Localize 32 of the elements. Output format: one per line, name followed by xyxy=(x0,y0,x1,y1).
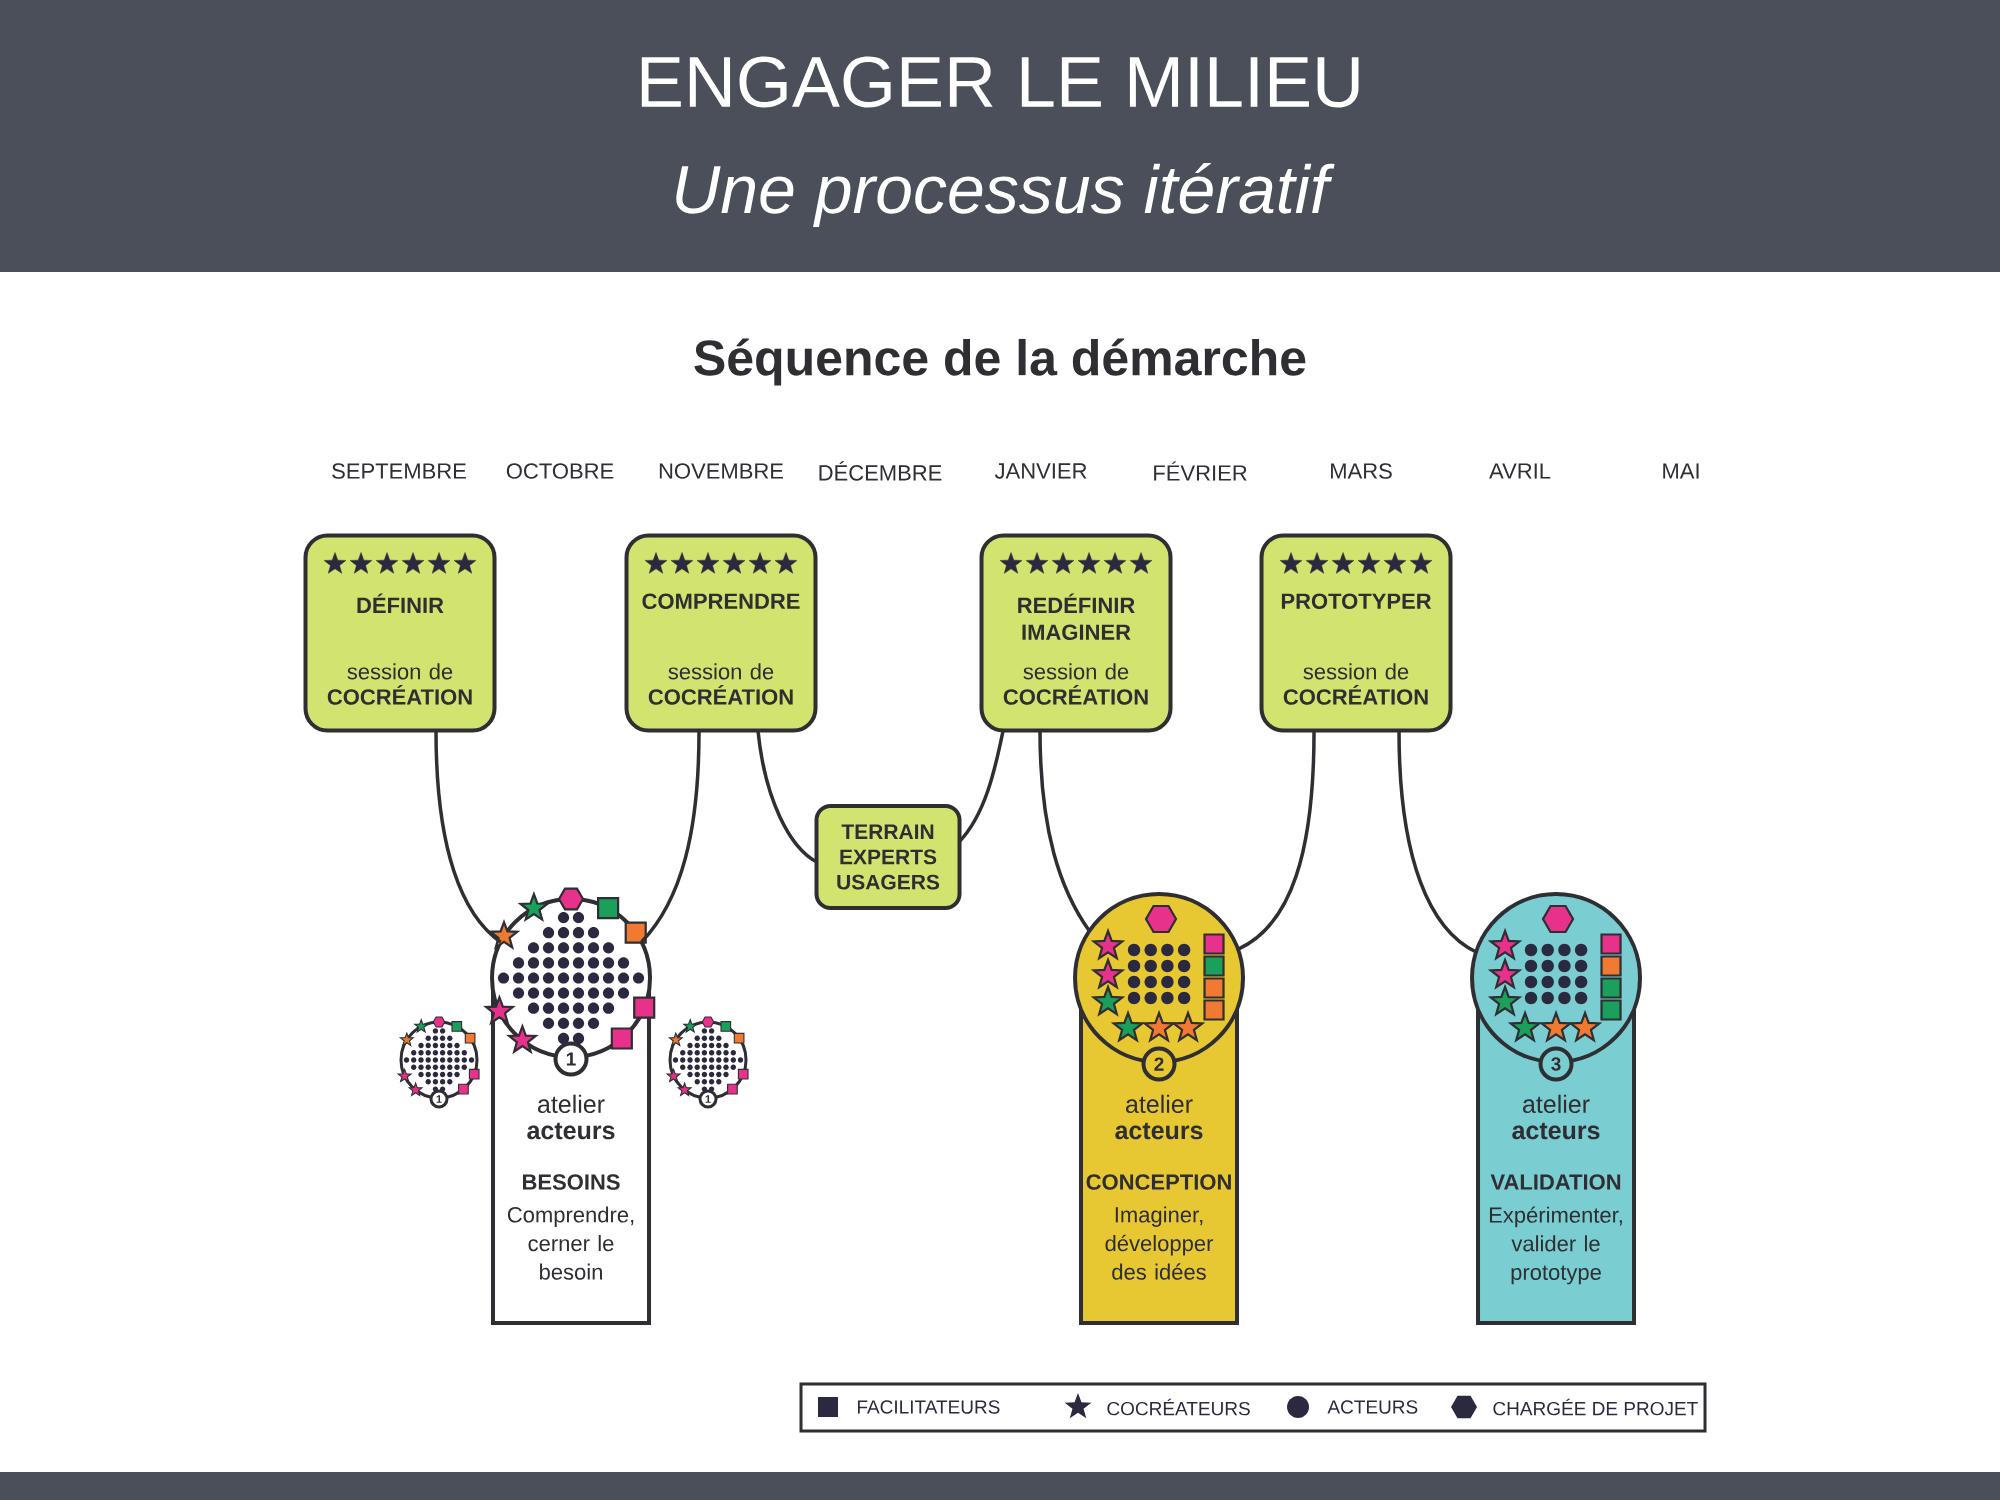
month-label: OCTOBRE xyxy=(506,463,614,479)
month-label: JANVIER xyxy=(994,463,1087,479)
month-label: MARS xyxy=(1331,463,1392,479)
subtitle: Une processus itératif xyxy=(676,162,1335,228)
month-label: SEPTEMBRE xyxy=(332,463,466,479)
month-label: DÉCEMBRE xyxy=(819,461,942,481)
connector-line xyxy=(957,730,1005,844)
month-label: FÉVRIER xyxy=(1154,461,1247,481)
box-heading: PROTOTYPER xyxy=(1281,593,1432,609)
field-box: TERRAIN EXPERTS USAGERS xyxy=(814,804,962,910)
session-text: session de COCRÉATION xyxy=(1003,663,1148,705)
box-heading: COMPRENDRE xyxy=(642,593,800,609)
legend-label: COCRÉATEURS xyxy=(1107,1398,1250,1416)
connector-line xyxy=(1038,730,1091,932)
title: ENGAGER LE MILIEU xyxy=(641,56,1359,108)
month-label: NOVEMBRE xyxy=(659,463,783,479)
month-label: MAI xyxy=(1663,463,1699,479)
box-heading: REDÉFINIR IMAGINER xyxy=(1018,593,1135,640)
connector-line xyxy=(434,731,502,944)
session-text: session de COCRÉATION xyxy=(648,663,793,705)
connector-line xyxy=(640,731,701,944)
session-text: session de COCRÉATION xyxy=(327,663,472,705)
connector-line xyxy=(1237,731,1316,951)
connector-line xyxy=(1397,730,1477,954)
session-text: session de COCRÉATION xyxy=(1283,663,1428,705)
box-heading: DÉFINIR xyxy=(357,593,444,613)
month-label: AVRIL xyxy=(1489,463,1551,479)
connector-line xyxy=(756,730,818,864)
legend-label: ACTEURS xyxy=(1327,1400,1418,1414)
legend-label: FACILITATEURS xyxy=(858,1400,1000,1414)
legend-label: CHARGÉE DE PROJET xyxy=(1493,1398,1698,1416)
section-heading: Séquence de la démarche xyxy=(694,338,1306,386)
